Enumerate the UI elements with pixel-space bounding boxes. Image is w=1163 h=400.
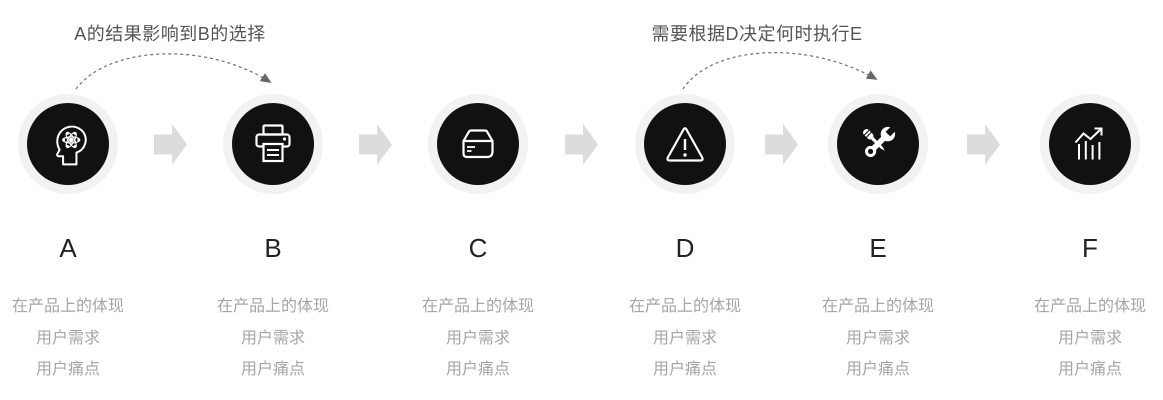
stage-e-details: 在产品上的体现 用户需求 用户痛点 [783,291,973,386]
stage-b-letter: B [264,233,282,263]
stage-a-letter: A [59,233,77,263]
brain-head-icon [55,125,87,166]
flow-arrow-right-icon [765,124,798,165]
stage-d: D 在产品上的体现 用户需求 用户痛点 [590,0,780,400]
stage-e: E 在产品上的体现 用户需求 用户痛点 [783,0,973,400]
detail-line: 在产品上的体现 [821,298,934,315]
dashed-arcs-overlay [75,52,878,90]
detail-line: 在产品上的体现 [421,298,534,315]
detail-line: 用户痛点 [652,361,717,378]
stage-b: B 在产品上的体现 用户需求 用户痛点 [178,0,368,400]
annotation-d-to-e: 需要根据D决定何时执行E [651,24,863,44]
detail-line: 用户需求 [652,329,717,347]
stage-f-details: 在产品上的体现 用户需求 用户痛点 [995,291,1163,386]
tools-icon [863,125,897,158]
detail-line: 用户痛点 [240,361,305,378]
stage-a: A 在产品上的体现 用户需求 用户痛点 [0,0,163,400]
detail-line: 用户痛点 [445,361,510,378]
detail-line: 在产品上的体现 [216,298,329,315]
flow-arrow-right-icon [565,124,598,165]
detail-line: 用户需求 [35,329,100,347]
stage-c: C 在产品上的体现 用户需求 用户痛点 [383,0,573,400]
stage-f-letter: F [1082,233,1098,263]
stage-e-letter: E [869,233,887,263]
detail-line: 在产品上的体现 [628,298,741,315]
warning-triangle-icon [666,127,704,162]
detail-line: 用户需求 [845,329,910,347]
annotation-a-to-b: A的结果影响到B的选择 [74,24,266,44]
detail-line: 用户需求 [445,329,510,347]
flow-arrow-right-icon [967,124,1000,165]
flow-arrow-right-icon [154,124,187,165]
flow-arrow-right-icon [359,124,392,165]
stage-a-details: 在产品上的体现 用户需求 用户痛点 [0,291,163,386]
detail-line: 用户痛点 [1057,361,1122,378]
stage-d-letter: D [675,233,695,263]
detail-line: 用户痛点 [35,361,100,378]
detail-line: 用户需求 [1057,329,1122,347]
stage-d-circle [635,94,735,194]
detail-line: 在产品上的体现 [11,298,124,315]
stage-c-circle [428,94,528,194]
stage-a-circle [18,94,118,194]
printer-icon [255,124,291,163]
stage-c-details: 在产品上的体现 用户需求 用户痛点 [383,291,573,386]
detail-line: 在产品上的体现 [1033,298,1146,315]
detail-line: 用户需求 [240,329,305,347]
dashed-arrow-d-to-e [682,52,878,90]
detail-line: 用户痛点 [845,361,910,378]
dashed-arrow-a-to-b [75,53,272,90]
stage-b-circle [223,94,323,194]
stage-e-circle [828,94,928,194]
stage-b-details: 在产品上的体现 用户需求 用户痛点 [178,291,368,386]
package-box-icon [462,129,494,159]
stage-f-circle [1040,94,1140,194]
growth-chart-icon [1074,127,1103,160]
stage-d-details: 在产品上的体现 用户需求 用户痛点 [590,291,780,386]
stage-f: F 在产品上的体现 用户需求 用户痛点 [995,0,1163,400]
stage-c-letter: C [468,233,488,263]
